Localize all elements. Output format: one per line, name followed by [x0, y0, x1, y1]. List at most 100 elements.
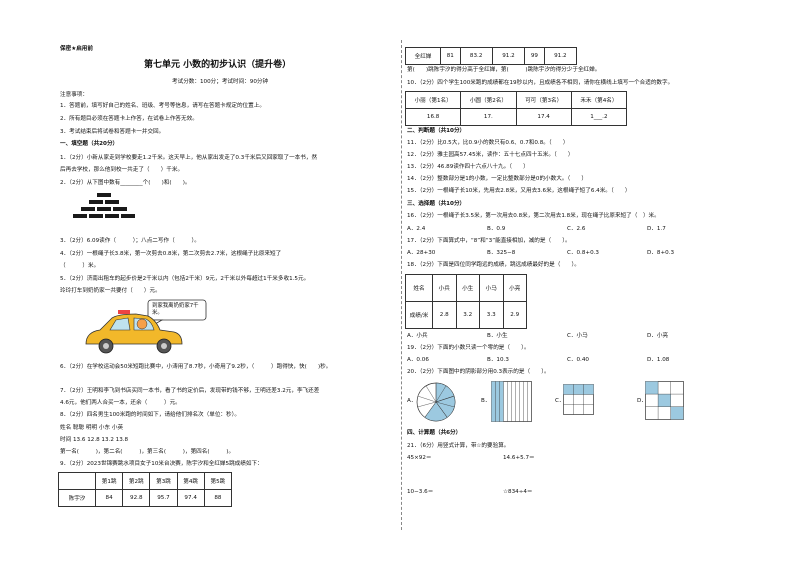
- brick: [104, 213, 120, 219]
- q14-text: 14．（2分）整数部分是1的小数，一定比整数部分是0的小数大。（ ）: [407, 176, 588, 182]
- q8-text: 8．（2分）四名男生100米跑的时间如下，请给他们排名次（单位：秒）。: [60, 412, 241, 418]
- q17-option-d[interactable]: D．8+0.3: [647, 250, 675, 256]
- table-cell: 97.4: [176, 489, 205, 507]
- table-cell: [58, 472, 96, 490]
- table-cell: 成绩/米: [405, 301, 433, 329]
- q4-line1: 4．（2分）一根绳子长3.8米，第一次剪去0.8米，第二次剪去2.7米，这根绳子…: [60, 251, 282, 257]
- table-header: 小兵: [432, 274, 457, 302]
- table-cell: 3.2: [455, 301, 480, 329]
- column-divider: [401, 40, 402, 530]
- secret-label: 保密★启用前: [60, 46, 93, 52]
- table-cell: 17.4: [515, 108, 572, 126]
- brick: [88, 213, 104, 219]
- q1-line1: 1．（2分）小新从家走到学校要走1.2千米。这天早上，他从家出发走了0.3千米后…: [60, 155, 318, 161]
- q20-option-b[interactable]: B．: [481, 398, 491, 404]
- table-header: 小圆（第2名）: [460, 91, 517, 109]
- table-cell: 88: [203, 489, 233, 507]
- q13-text: 13．（2分）46.89读作四十六点八十九。（ ）: [407, 164, 529, 170]
- brick: [88, 199, 104, 205]
- q7-line2: 4.6元，他们两人合买一本，还余（ ）元。: [60, 400, 181, 406]
- q18-text: 18．（2分）下面是四位同学跑远的成绩，跳远成绩最好的是（ ）。: [407, 262, 580, 268]
- q19-option-a[interactable]: A．0.06: [407, 357, 429, 363]
- table-cell: 陈宇汐: [58, 489, 96, 507]
- passenger-icon: [136, 318, 148, 330]
- table-cell: 16.8: [404, 108, 462, 126]
- speech-bubble-text: 到家我离奶奶家7千米。: [152, 303, 199, 316]
- table-header: 小丽（第1名）: [404, 91, 462, 109]
- table-cell: 91.2: [543, 47, 578, 65]
- q5-line1: 5．（2分）济南出租车的起步价是2千米以内（包括2千米）9元，2千米以外每超过1…: [60, 276, 310, 282]
- q10-text: 10．（2分）四个学生100米跑的成绩都在19秒以内，且成绩各不相同，请你在横线…: [407, 80, 674, 86]
- section-judge: 二、判断题（共10分）: [407, 128, 466, 134]
- long-jump-table: 姓名 小兵 小生 小马 小亮 成绩/米 2.8 3.2 3.3 2.9: [405, 274, 527, 329]
- q18-option-d[interactable]: D．小亮: [647, 333, 669, 339]
- speech-bubble: [147, 299, 207, 321]
- table-header: 可可（第3名）: [515, 91, 572, 109]
- q6-text: 6．（2分）在学校运动会50米短跑比赛中，小涛用了8.7秒，小奇用了9.2秒，（…: [60, 364, 332, 370]
- q20-circle-figure: [416, 382, 456, 422]
- q17-text: 17．（2分）下面算式中，“8”和“3”能直接相加，减的是（ ）。: [407, 238, 571, 244]
- q12-text: 12．（2分）雅主园高57.45米，读作：五十七点四十五米。（ ）: [407, 152, 574, 158]
- section-fill: 一、填空题（共20分）: [60, 141, 119, 147]
- notice-title: 注意事项：: [60, 92, 88, 98]
- notice-3: 3．考试结束后将试卷和答题卡一并交回。: [60, 129, 165, 135]
- q19-text: 19．（2分）下面的小数只读一个零的是（ ）。: [407, 345, 530, 351]
- q9-followup: 第( )跳陈宇汐的得分高于全红婵，第( )跳陈宇汐的得分少于全红婵。: [407, 67, 601, 73]
- q11-text: 11．（2分）比0.5大，比0.9小的数只有0.6、0.7和0.8。（ ）: [407, 140, 569, 146]
- q19-option-b[interactable]: B．10.3: [487, 357, 509, 363]
- dive-score-table: 第1跳 第2跳 第3跳 第4跳 第5跳 陈宇汐 84 92.8 95.7 97.…: [58, 472, 233, 507]
- taxi-illustration: [85, 299, 207, 354]
- table-row: 成绩/米 2.8 3.2 3.3 2.9: [405, 301, 527, 329]
- q17-option-a[interactable]: A．28+30: [407, 250, 436, 256]
- q20-option-c[interactable]: C．: [555, 398, 565, 404]
- table-cell: 83.2: [459, 47, 493, 65]
- q17-option-c[interactable]: C．0.8+0.3: [567, 250, 599, 256]
- table-cell: 3.3: [479, 301, 504, 329]
- table-header: 第3跳: [149, 472, 178, 490]
- brick: [104, 199, 120, 205]
- q3-text: 3．（2分）6.09读作（ ）；八点二写作（ ）。: [60, 238, 200, 244]
- q20-grid-figure-d: [645, 381, 684, 420]
- brick: [96, 206, 112, 212]
- wheel-hub: [161, 343, 167, 349]
- table-header: 姓名: [405, 274, 433, 302]
- q16-option-a[interactable]: A．2.4: [407, 226, 426, 232]
- q20-strip-figure: [491, 381, 532, 422]
- table-header: 第1跳: [94, 472, 124, 490]
- q16-option-b[interactable]: B．0.9: [487, 226, 506, 232]
- section-choice: 三、选择题（共10分）: [407, 201, 466, 207]
- table-header: 小亮: [502, 274, 527, 302]
- q7-line1: 7．（2分）王明和李飞到书店买同一本书，看了书的定价后，发现带的钱不够，王明还差…: [60, 388, 320, 394]
- page-title: 第七单元 小数的初步认识（提升卷）: [144, 60, 292, 70]
- table-cell: 2.9: [502, 301, 527, 329]
- q18-option-b[interactable]: B．小生: [487, 333, 508, 339]
- table-row: 陈宇汐 84 92.8 95.7 97.4 88: [58, 489, 233, 507]
- table-header: 小马: [479, 274, 504, 302]
- q9-text: 9．（2分）2023世锦赛跳水项目女子10米台决赛，陈宇汐和全红婵5跳成绩如下：: [60, 461, 263, 467]
- table-cell: 2.8: [432, 301, 457, 329]
- q20-grid-figure-c: [563, 384, 594, 415]
- q20-option-d[interactable]: D．: [637, 398, 647, 404]
- table-cell: 91.2: [491, 47, 526, 65]
- q8-times: 时间 13.6 12.8 13.2 13.8: [60, 437, 129, 443]
- q19-option-d[interactable]: D．1.08: [647, 357, 670, 363]
- q17-option-b[interactable]: B．325−8: [487, 250, 516, 256]
- table-row: 全红婵 81 83.2 91.2 99 91.2: [405, 47, 578, 65]
- q20-text: 20．（2分）下面图中的阴影部分用0.3表示的是（ ）。: [407, 369, 550, 375]
- dive-score-table-continued: 全红婵 81 83.2 91.2 99 91.2: [405, 47, 578, 65]
- table-cell: 95.7: [149, 489, 178, 507]
- table-cell: 84: [94, 489, 124, 507]
- table-header: 第5跳: [203, 472, 233, 490]
- q18-option-a[interactable]: A．小兵: [407, 333, 428, 339]
- q20-option-a[interactable]: A．: [407, 398, 417, 404]
- q16-option-d[interactable]: D．1.7: [647, 226, 666, 232]
- table-cell: 92.8: [122, 489, 151, 507]
- table-row: 16.8 17. 17.4 1___.2: [404, 108, 628, 126]
- brick: [112, 206, 128, 212]
- q2-text: 2．（2分）从下图中数有________个( )和( )。: [60, 180, 191, 186]
- q19-option-c[interactable]: C．0.40: [567, 357, 589, 363]
- q18-option-c[interactable]: C．小马: [567, 333, 588, 339]
- calc-4: ☆834÷4＝: [503, 489, 533, 495]
- q16-option-c[interactable]: C．2.6: [567, 226, 586, 232]
